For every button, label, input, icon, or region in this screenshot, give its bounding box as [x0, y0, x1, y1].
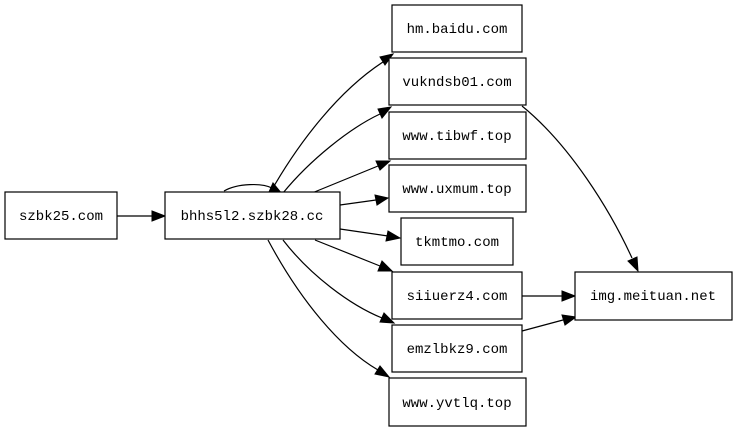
- node-label: bhhs5l2.szbk28.cc: [181, 209, 324, 225]
- node-bhhs[interactable]: bhhs5l2.szbk28.cc: [164, 191, 341, 240]
- node-sii[interactable]: siiuerz4.com: [391, 271, 523, 320]
- node-tkm[interactable]: tkmtmo.com: [400, 217, 514, 266]
- node-hm[interactable]: hm.baidu.com: [391, 4, 523, 53]
- edge-bhhs-to-vuk: [282, 106, 393, 194]
- edges: [117, 53, 639, 378]
- node-img[interactable]: img.meituan.net: [574, 271, 733, 321]
- nodes: szbk25.com bhhs5l2.szbk28.cc hm.baidu.co…: [4, 4, 733, 427]
- node-label: hm.baidu.com: [407, 22, 508, 38]
- node-emz[interactable]: emzlbkz9.com: [391, 324, 523, 373]
- node-label: img.meituan.net: [590, 289, 716, 305]
- node-yvt[interactable]: www.yvtlq.top: [388, 377, 527, 427]
- edge-vuk-to-img: [521, 105, 639, 273]
- node-label: www.tibwf.top: [402, 129, 511, 145]
- edge-bhhs-to-sii: [314, 239, 394, 272]
- node-label: vukndsb01.com: [402, 75, 511, 91]
- edge-bhhs-to-tkm: [339, 228, 402, 242]
- edge-bhhs-to-uxm: [339, 194, 390, 206]
- edge-sii-to-img: [522, 290, 577, 302]
- node-label: emzlbkz9.com: [407, 342, 508, 358]
- edge-emz-to-img: [521, 314, 578, 332]
- edge-bhhs-to-emz: [282, 239, 396, 324]
- node-label: www.uxmum.top: [402, 182, 511, 198]
- node-vuk[interactable]: vukndsb01.com: [388, 57, 527, 106]
- node-label: tkmtmo.com: [415, 235, 499, 251]
- node-label: www.yvtlq.top: [402, 396, 511, 412]
- node-szbk25[interactable]: szbk25.com: [4, 191, 118, 240]
- edge-bhhs-to-yvt: [267, 239, 391, 378]
- node-label: siiuerz4.com: [407, 289, 508, 305]
- node-tib[interactable]: www.tibwf.top: [388, 111, 527, 160]
- node-uxm[interactable]: www.uxmum.top: [388, 164, 527, 213]
- edge-bhhs-to-tib: [311, 160, 392, 194]
- node-label: szbk25.com: [19, 209, 103, 225]
- edge-bhhs-to-hm: [269, 53, 395, 194]
- edge-szbk25-to-bhhs: [117, 210, 167, 222]
